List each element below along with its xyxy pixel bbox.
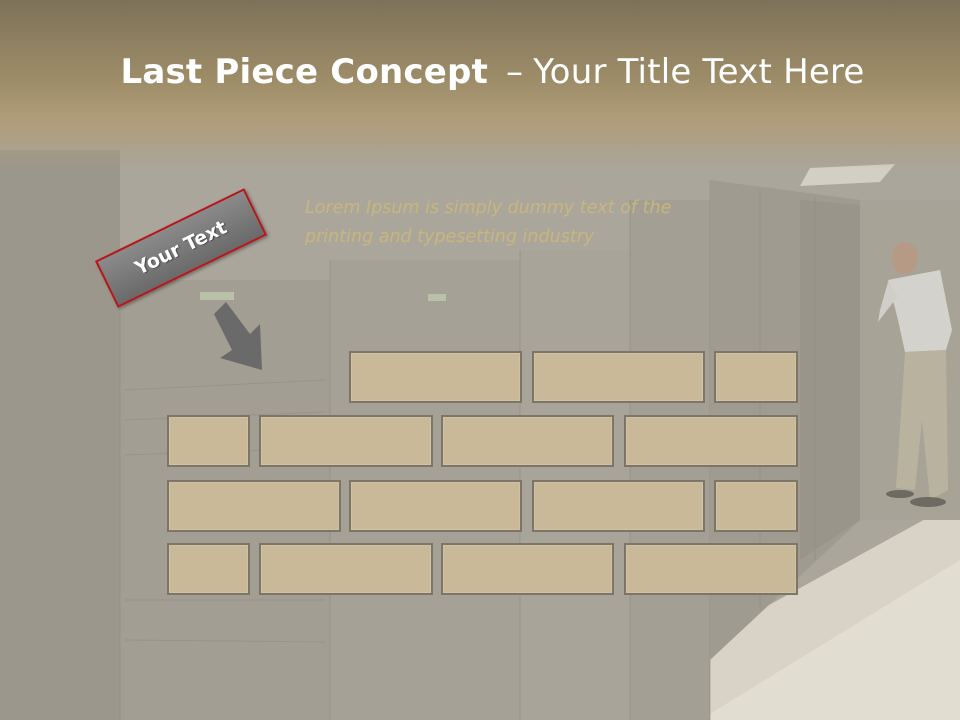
brick[interactable] xyxy=(349,480,522,532)
brick[interactable] xyxy=(532,351,705,403)
brick[interactable] xyxy=(167,415,250,467)
brick[interactable] xyxy=(349,351,522,403)
title-bold-part: Last Piece Concept xyxy=(120,52,489,92)
brick[interactable] xyxy=(259,415,433,467)
brick[interactable] xyxy=(441,543,614,595)
brick[interactable] xyxy=(441,415,614,467)
brick[interactable] xyxy=(167,480,341,532)
brick[interactable] xyxy=(532,480,705,532)
title-separator: – xyxy=(506,52,524,92)
brick[interactable] xyxy=(624,543,798,595)
brick[interactable] xyxy=(714,480,798,532)
body-text: Lorem Ipsum is simply dummy text of the … xyxy=(305,198,672,247)
brick[interactable] xyxy=(714,351,798,403)
arrow-down-right-icon xyxy=(214,302,262,370)
title-subtitle-part: Your Title Text Here xyxy=(533,52,865,92)
slide-title: Last Piece Concept–Your Title Text Here xyxy=(0,52,960,92)
brick[interactable] xyxy=(259,543,433,595)
title-band xyxy=(0,0,960,170)
brick[interactable] xyxy=(624,415,798,467)
brick[interactable] xyxy=(167,543,250,595)
